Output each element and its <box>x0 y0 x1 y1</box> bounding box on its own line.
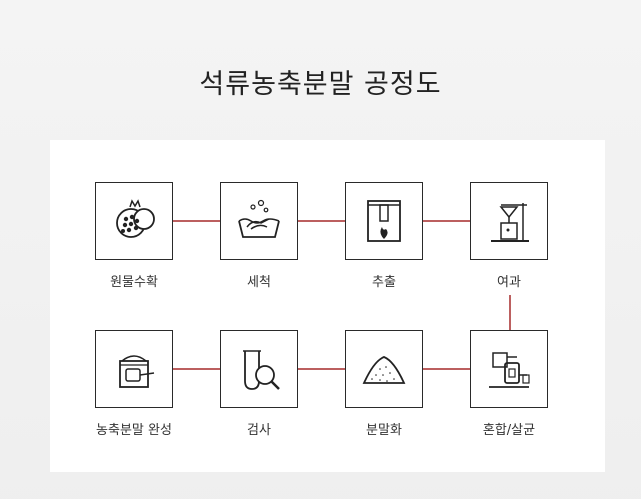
step-label-extraction: 추출 <box>372 275 396 290</box>
washing-hands-icon <box>238 199 280 238</box>
step-mixing-sterilization <box>470 330 548 408</box>
step-powdering <box>345 330 423 408</box>
page-title: 석류농축분말 공정도 <box>199 69 442 100</box>
step-harvest <box>95 182 173 260</box>
step-label-washing: 세척 <box>247 275 271 290</box>
step-label-filtration: 여과 <box>497 275 521 290</box>
filtration-stand-icon <box>491 203 529 242</box>
powder-pile-icon <box>362 356 406 384</box>
step-washing <box>220 182 298 260</box>
powder-container-icon <box>119 355 155 388</box>
step-label-harvest: 원물수확 <box>110 275 158 290</box>
pomegranate-icon <box>116 199 155 238</box>
mixing-machine-icon <box>489 352 530 388</box>
step-filtration <box>470 182 548 260</box>
test-tube-magnifier-icon <box>243 350 280 390</box>
step-final-powder <box>95 330 173 408</box>
extraction-flame-icon <box>367 200 401 242</box>
step-label-final-powder: 농축분말 완성 <box>96 423 172 438</box>
step-extraction <box>345 182 423 260</box>
step-label-inspection: 검사 <box>247 423 271 438</box>
step-label-powdering: 분말화 <box>366 423 402 438</box>
step-inspection <box>220 330 298 408</box>
step-label-mixing-sterilization: 혼합/살균 <box>482 423 536 438</box>
